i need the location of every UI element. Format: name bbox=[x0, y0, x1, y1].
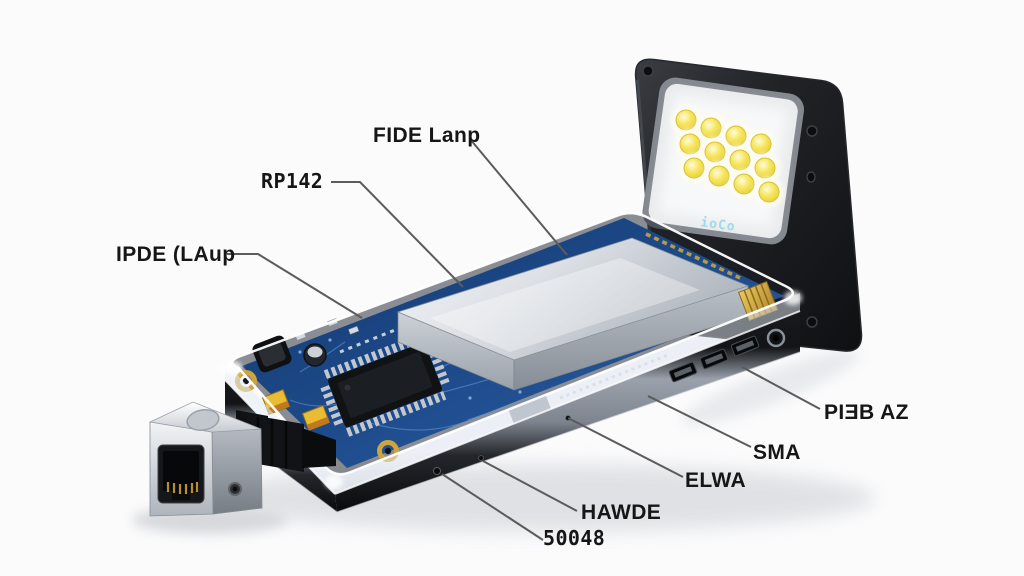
cube-side-hole bbox=[228, 482, 242, 496]
usb-port bbox=[668, 361, 698, 383]
audio-jack-port bbox=[766, 328, 786, 348]
leader-hawde bbox=[482, 460, 578, 512]
screw-icon bbox=[642, 65, 654, 77]
cube-right-face bbox=[211, 428, 263, 515]
led bbox=[679, 133, 701, 155]
led bbox=[708, 165, 730, 187]
tantalum-capacitor bbox=[261, 389, 291, 415]
corner-glint bbox=[784, 291, 802, 305]
acrylic-highlight bbox=[230, 211, 795, 476]
device-case bbox=[222, 211, 802, 513]
led bbox=[733, 173, 755, 195]
led bbox=[683, 157, 705, 179]
led bbox=[754, 157, 776, 179]
led bbox=[750, 133, 772, 155]
label-fide-lanp: FIDE Lanp bbox=[373, 124, 481, 147]
led bbox=[725, 125, 747, 147]
label-rp142: RP142 bbox=[261, 169, 324, 193]
label-elwa: ELWA bbox=[685, 469, 747, 492]
cube-top-ring bbox=[186, 409, 220, 431]
led bbox=[700, 117, 722, 139]
screw-icon bbox=[806, 125, 818, 137]
leader-elwa bbox=[567, 417, 684, 478]
lamp-logo-text: ioCo bbox=[699, 215, 736, 235]
led bbox=[729, 149, 751, 171]
led bbox=[704, 141, 726, 163]
label-50048: 50048 bbox=[543, 526, 606, 550]
emi-shield bbox=[396, 237, 750, 391]
led-grid bbox=[671, 105, 784, 207]
rj45-pins bbox=[166, 482, 199, 494]
leader-rp142 bbox=[331, 181, 464, 288]
leader-50048 bbox=[441, 473, 544, 541]
lip-bottom-highlight bbox=[334, 310, 801, 495]
case-pinholes bbox=[433, 415, 571, 475]
leader-lines bbox=[227, 138, 821, 541]
rj45-socket bbox=[157, 444, 205, 504]
side-hole bbox=[806, 171, 816, 183]
led bbox=[758, 181, 780, 203]
io-ports bbox=[668, 328, 786, 383]
corner-glint bbox=[325, 475, 343, 489]
label-pieb-az: PIƎB AZ bbox=[824, 401, 909, 424]
screw-icon bbox=[806, 316, 818, 328]
leader-ipde-laup bbox=[227, 253, 363, 319]
capacitor-round bbox=[303, 343, 327, 367]
usb-port bbox=[730, 335, 760, 357]
silkscreen-row bbox=[339, 316, 426, 354]
label-hawde: HAWDE bbox=[581, 501, 662, 524]
usb-port bbox=[699, 348, 729, 370]
lamp-screws bbox=[642, 65, 818, 328]
label-sma: SMA bbox=[753, 441, 801, 464]
tantalum-capacitor bbox=[301, 405, 331, 431]
leader-fide-lanp bbox=[469, 138, 568, 256]
corner-glint bbox=[222, 361, 242, 375]
leader-pieb-az bbox=[741, 366, 821, 410]
label-ipde-laup: IPDE (LAup bbox=[116, 243, 236, 266]
leader-sma bbox=[647, 395, 752, 448]
led bbox=[675, 109, 697, 131]
rj45-connector bbox=[148, 401, 336, 517]
